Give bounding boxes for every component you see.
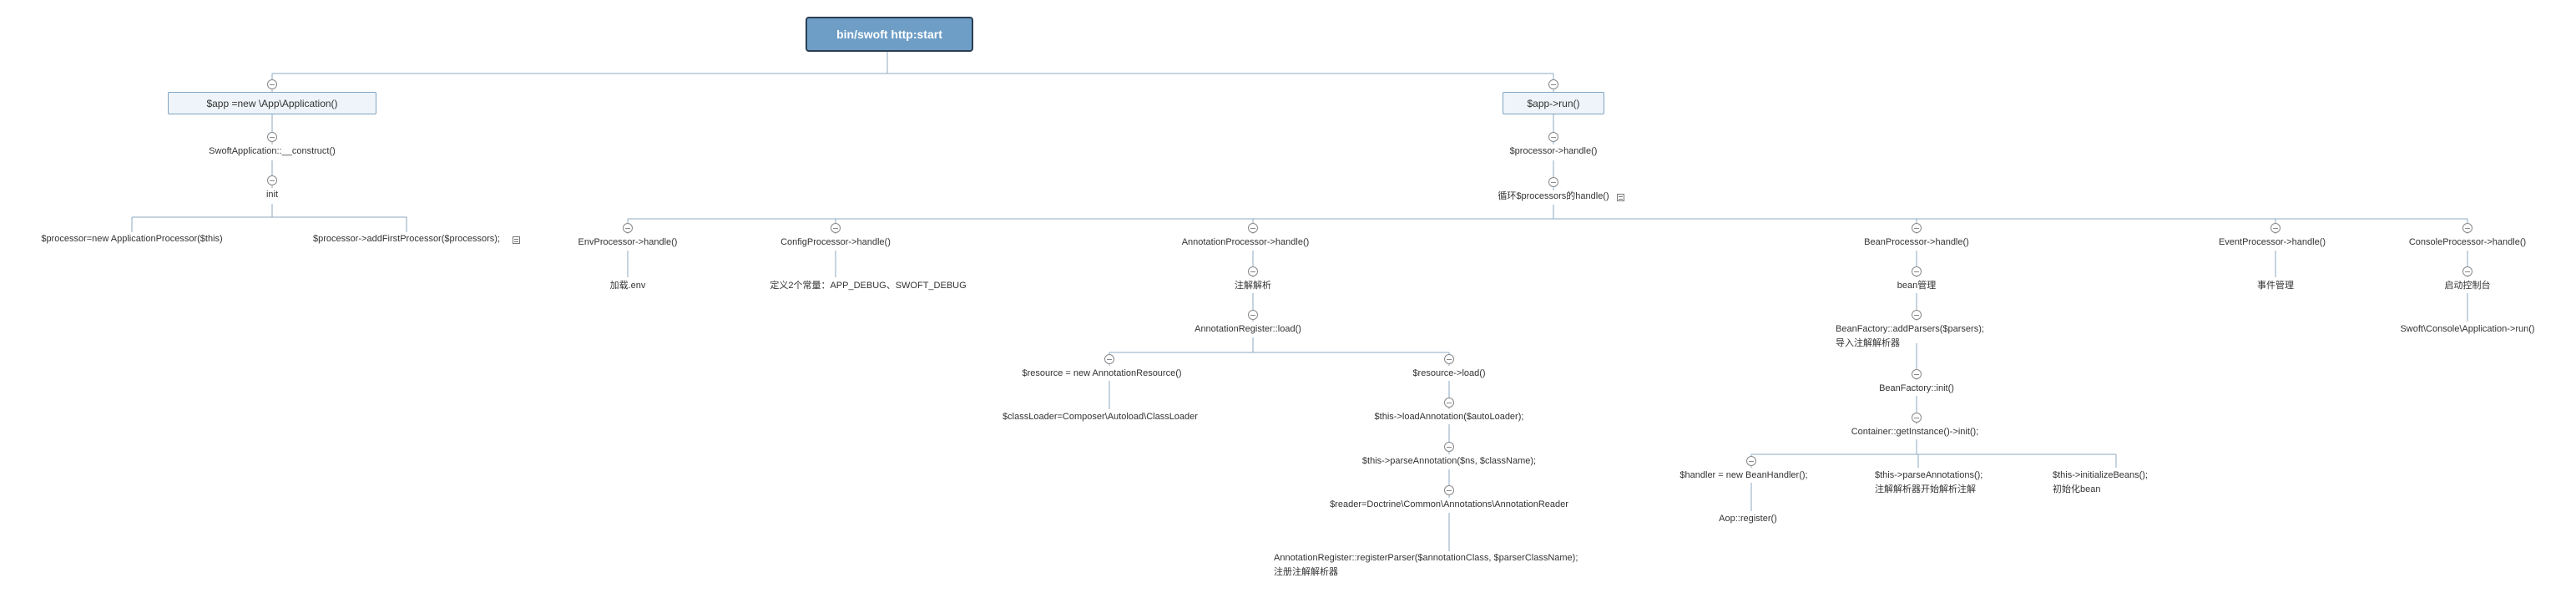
parse-annotations-text: $this->parseAnnotations();	[1875, 470, 1983, 480]
collapse-toggle[interactable]	[623, 223, 633, 233]
node-aop-register[interactable]: Aop::register()	[1719, 514, 1777, 524]
node-processor-new[interactable]: $processor=new ApplicationProcessor($thi…	[41, 234, 223, 244]
add-parsers-note: 导入注解解析器	[1836, 338, 1900, 349]
initialize-beans-note: 初始化bean	[2053, 484, 2101, 495]
note-icon[interactable]	[513, 236, 520, 244]
node-env-processor[interactable]: EnvProcessor->handle()	[578, 237, 678, 247]
node-resource-new[interactable]: $resource = new AnnotationResource()	[1022, 368, 1182, 378]
collapse-toggle[interactable]	[1248, 223, 1258, 233]
node-config-constants[interactable]: 定义2个常量：APP_DEBUG、SWOFT_DEBUG	[770, 281, 967, 291]
root-label: bin/swoft http:start	[836, 28, 942, 41]
node-console-start[interactable]: 启动控制台	[2444, 281, 2491, 291]
add-parsers-text: BeanFactory::addParsers($parsers);	[1836, 324, 1984, 334]
node-label: $app =new \App\Application()	[206, 97, 338, 109]
node-event-manage[interactable]: 事件管理	[2257, 281, 2294, 291]
collapse-toggle[interactable]	[267, 175, 277, 185]
node-processor-handle[interactable]: $processor->handle()	[1509, 146, 1598, 156]
node-add-parsers[interactable]: BeanFactory::addParsers($parsers); 导入注解解…	[1836, 322, 1984, 351]
node-annotation-register-load[interactable]: AnnotationRegister::load()	[1195, 324, 1301, 334]
node-class-loader[interactable]: $classLoader=Composer\Autoload\ClassLoad…	[1003, 412, 1198, 422]
node-annotation-parse[interactable]: 注解解析	[1235, 281, 1271, 291]
node-handler-new[interactable]: $handler = new BeanHandler();	[1679, 470, 1808, 480]
collapse-toggle[interactable]	[1912, 223, 1922, 233]
root-node[interactable]: bin/swoft http:start	[806, 17, 973, 52]
node-event-processor[interactable]: EventProcessor->handle()	[2218, 237, 2326, 247]
collapse-toggle[interactable]	[2270, 223, 2281, 233]
collapse-toggle[interactable]	[1248, 266, 1258, 276]
collapse-toggle[interactable]	[2462, 223, 2472, 233]
node-initialize-beans[interactable]: $this->initializeBeans(); 初始化bean	[2053, 469, 2148, 497]
collapse-toggle[interactable]	[1746, 456, 1756, 466]
node-add-first-processor[interactable]: $processor->addFirstProcessor($processor…	[312, 234, 501, 244]
node-init[interactable]: init	[265, 190, 279, 200]
collapse-toggle[interactable]	[1912, 310, 1922, 320]
node-console-processor[interactable]: ConsoleProcessor->handle()	[2408, 237, 2527, 247]
node-env-load[interactable]: 加载.env	[609, 281, 646, 291]
node-label: $app->run()	[1527, 97, 1580, 109]
node-resource-load[interactable]: $resource->load()	[1412, 368, 1486, 378]
parse-annotations-note: 注解解析器开始解析注解	[1875, 484, 1976, 495]
node-bean-manage[interactable]: bean管理	[1897, 281, 1937, 291]
node-construct[interactable]: SwoftApplication::__construct()	[209, 146, 336, 156]
node-parse-annotation[interactable]: $this->parseAnnotation($ns, $className);	[1361, 456, 1537, 466]
collapse-toggle[interactable]	[1912, 369, 1922, 379]
node-register-parser[interactable]: AnnotationRegister::registerParser($anno…	[1274, 551, 1578, 580]
node-bean-processor[interactable]: BeanProcessor->handle()	[1864, 237, 1969, 247]
collapse-toggle[interactable]	[1548, 177, 1558, 187]
initialize-beans-text: $this->initializeBeans();	[2053, 470, 2149, 480]
node-app-run[interactable]: $app->run()	[1503, 92, 1604, 114]
node-annotation-processor[interactable]: AnnotationProcessor->handle()	[1181, 237, 1310, 247]
collapse-toggle[interactable]	[1444, 485, 1454, 495]
register-parser-note: 注册注解解析器	[1274, 567, 1338, 578]
collapse-toggle[interactable]	[831, 223, 841, 233]
collapse-toggle[interactable]	[1912, 266, 1922, 276]
node-console-run[interactable]: Swoft\Console\Application->run()	[2400, 324, 2535, 334]
note-icon[interactable]	[1617, 194, 1624, 201]
node-loop-handle[interactable]: 循环$processors的handle()	[1498, 191, 1609, 201]
collapse-toggle[interactable]	[1248, 310, 1258, 320]
collapse-toggle[interactable]	[267, 79, 277, 89]
node-parse-annotations[interactable]: $this->parseAnnotations(); 注解解析器开始解析注解	[1875, 469, 1983, 497]
register-parser-text: AnnotationRegister::registerParser($anno…	[1274, 553, 1578, 563]
node-load-annotation[interactable]: $this->loadAnnotation($autoLoader);	[1374, 412, 1524, 422]
node-annotation-reader[interactable]: $reader=Doctrine\Common\Annotations\Anno…	[1330, 499, 1568, 509]
node-app-new[interactable]: $app =new \App\Application()	[168, 92, 376, 114]
collapse-toggle[interactable]	[1548, 132, 1558, 142]
node-container-init[interactable]: Container::getInstance()->init();	[1851, 427, 1979, 437]
collapse-toggle[interactable]	[267, 132, 277, 142]
collapse-toggle[interactable]	[1548, 79, 1558, 89]
node-bean-factory-init[interactable]: BeanFactory::init()	[1879, 383, 1954, 393]
collapse-toggle[interactable]	[2462, 266, 2472, 276]
collapse-toggle[interactable]	[1444, 398, 1454, 408]
collapse-toggle[interactable]	[1912, 413, 1922, 423]
node-config-processor[interactable]: ConfigProcessor->handle()	[780, 237, 891, 247]
collapse-toggle[interactable]	[1444, 442, 1454, 452]
collapse-toggle[interactable]	[1104, 354, 1114, 364]
collapse-toggle[interactable]	[1444, 354, 1454, 364]
